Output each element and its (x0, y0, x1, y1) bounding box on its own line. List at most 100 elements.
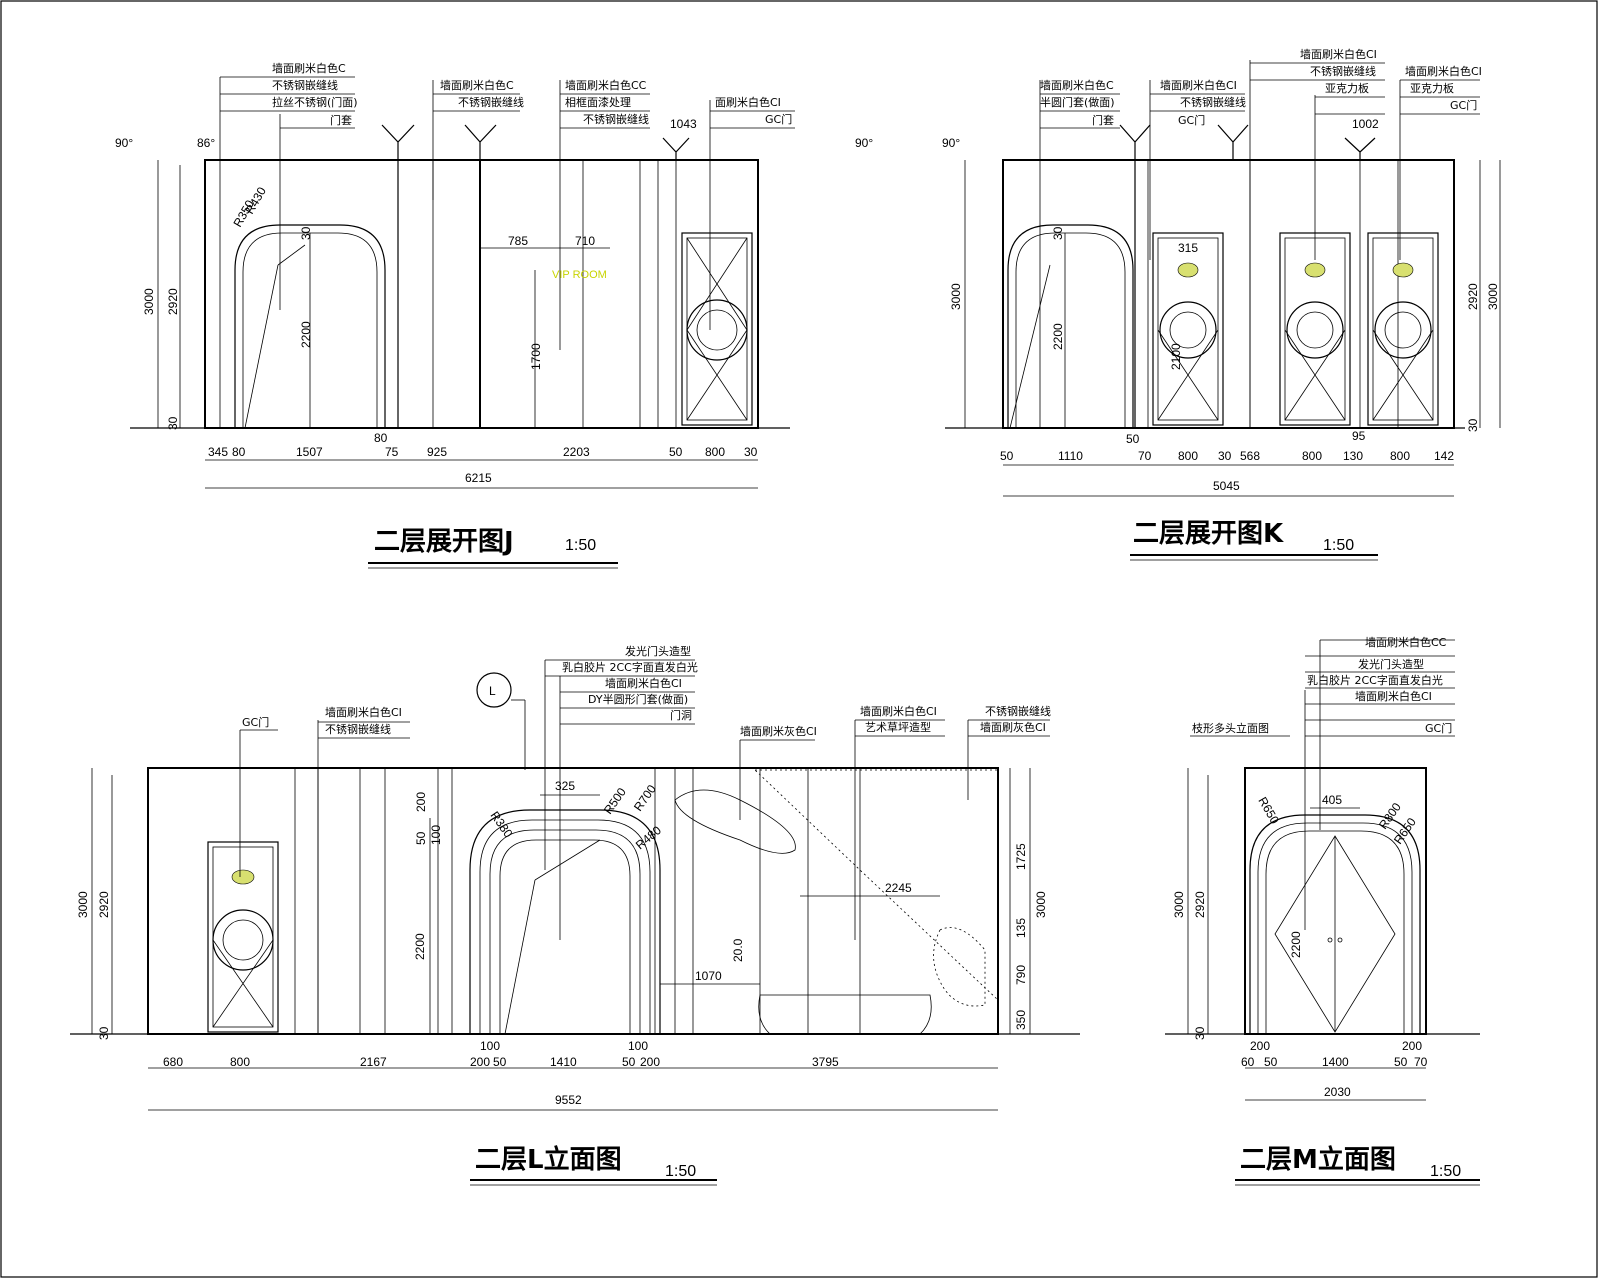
gc-door-l (207, 841, 279, 1033)
dim-j-0: 345 (208, 445, 228, 459)
dim-j-v5: 30 (166, 416, 180, 430)
dim-k-4: 30 (1218, 449, 1232, 463)
dim-k-v5: 2100 (1169, 343, 1183, 370)
dim-j-1: 80 (232, 445, 246, 459)
gc-door-k1 (1152, 232, 1224, 426)
dim-k-3: 800 (1178, 449, 1198, 463)
wall-outline-k (1002, 159, 1455, 429)
callout-k3-2: 亚克力板 (1325, 81, 1369, 95)
arch-door-m (1249, 814, 1421, 1034)
title-m: 二层M立面图 (1240, 1144, 1396, 1175)
callout-k2-2: GC门 (1178, 113, 1205, 127)
dim-l-r2: 135 (1014, 918, 1028, 938)
arch-opening-k (1007, 224, 1134, 428)
dim-j-v2: 30 (299, 226, 313, 240)
dim-m-0: 200 (1250, 1039, 1270, 1053)
dim-l-i10: R380 (488, 809, 516, 841)
dim-k-5: 568 (1240, 449, 1260, 463)
vip-room-label: VIP ROOM (552, 269, 607, 281)
callout-k3-0: 墙面刷米白色CI (1300, 47, 1377, 61)
dim-l-r0: 1725 (1014, 843, 1028, 870)
callout-l6-1: 墙面刷灰色CI (980, 720, 1046, 734)
callout-j2-1: 不锈钢嵌缝线 (458, 95, 524, 109)
marker-l: L (489, 684, 496, 698)
dim-l-9: 200 (640, 1055, 660, 1069)
dim-l-6: 1410 (550, 1055, 577, 1069)
dim-l-4: 200 (470, 1055, 490, 1069)
dim-m-1: 60 (1241, 1055, 1255, 1069)
dim-k-1: 1110 (1058, 449, 1083, 463)
door-porthole (686, 299, 748, 361)
dim-k-v3: 30 (1051, 226, 1065, 240)
dim-k-9: 142 (1434, 449, 1454, 463)
callout-l3-2: 墙面刷米白色CI (605, 676, 682, 690)
callout-j2-0: 墙面刷米白色C (440, 78, 514, 92)
callout-l3-4: 门洞 (670, 708, 692, 722)
callout-m1-2: 乳白胶片 2CC字面直发白光 (1307, 673, 1443, 687)
dim-k-7: 130 (1343, 449, 1363, 463)
dim-l-i2: 20.0 (731, 938, 745, 962)
dim-j-total: 6215 (465, 471, 492, 485)
callout-k1-0: 墙面刷米白色C (1040, 78, 1114, 92)
scale-l: 1:50 (665, 1163, 696, 1180)
dim-l-v1: 2920 (97, 891, 111, 918)
tag-j: 1043 (670, 117, 697, 131)
callout-j1-1: 不锈钢嵌缝线 (272, 78, 338, 92)
wall-outline (204, 159, 759, 429)
callout-m2-0: 枝形多头立面图 (1192, 721, 1269, 735)
dim-j-inner0: 785 (508, 234, 528, 248)
callout-l2-1: 不锈钢嵌缝线 (325, 722, 391, 736)
title-k: 二层展开图K (1133, 519, 1284, 549)
dim-k-8: 800 (1390, 449, 1410, 463)
dim-m-v3: 2200 (1289, 931, 1303, 958)
dim-l-v0: 3000 (76, 891, 90, 918)
title-j: 二层展开图J (374, 527, 514, 557)
callout-l3-0: 发光门头造型 (625, 644, 691, 658)
dim-k-s2: 315 (1178, 241, 1198, 255)
dim-m-total: 2030 (1324, 1085, 1351, 1099)
callout-k4-1: 亚克力板 (1410, 81, 1454, 95)
dim-m-v1: 2920 (1193, 891, 1207, 918)
dim-l-v2: 30 (97, 1026, 111, 1040)
dim-l-i3: 1070 (695, 969, 722, 983)
tag-k: 1002 (1352, 117, 1379, 131)
dim-m-i0: 405 (1322, 793, 1342, 807)
grass-feature (754, 769, 999, 1001)
dim-l-i0: 325 (555, 779, 575, 793)
callout-l1-0: GC门 (242, 715, 269, 729)
dim-j-v1: 2920 (166, 288, 180, 315)
scale-k: 1:50 (1323, 537, 1354, 554)
dim-j-inner1: 710 (575, 234, 595, 248)
dim-k-v2: 3000 (1486, 283, 1500, 310)
dim-m-2: 50 (1264, 1055, 1278, 1069)
panel-j (130, 76, 795, 569)
gc-door (681, 232, 753, 426)
angle-k-right: 90° (942, 136, 960, 150)
callout-m1-4: GC门 (1425, 721, 1452, 735)
dim-j-6: 2203 (563, 445, 590, 459)
callout-j3-0: 墙面刷米白色CC (565, 78, 647, 92)
dim-k-v6: 30 (1466, 418, 1480, 432)
arch-door-l (469, 809, 661, 1034)
angle-j-left: 90° (115, 136, 133, 150)
wall-outline-m (1244, 767, 1427, 1035)
callout-k4-2: GC门 (1450, 98, 1477, 112)
dim-l-total: 9552 (555, 1093, 582, 1107)
panel-l (70, 659, 1080, 1186)
callout-j3-1: 相框面漆处理 (565, 96, 631, 109)
dim-j-v0: 3000 (142, 288, 156, 315)
callout-l3-1: 乳白胶片 2CC字面直发白光 (562, 660, 698, 674)
dim-m-v2: 30 (1193, 1026, 1207, 1040)
gc-door-k3 (1367, 232, 1439, 426)
dim-k-v1: 2920 (1466, 283, 1480, 310)
dim-l-5: 50 (493, 1055, 507, 1069)
dim-m-4: 200 (1402, 1039, 1422, 1053)
dim-j-8: 800 (705, 445, 725, 459)
scale-m: 1:50 (1430, 1163, 1461, 1180)
callout-j1-3: 门套 (330, 113, 352, 127)
dim-j-v4: 1700 (529, 343, 543, 370)
callout-l5-0: 墙面刷米白色CI (860, 704, 937, 718)
dim-l-i11: R480 (633, 823, 664, 852)
